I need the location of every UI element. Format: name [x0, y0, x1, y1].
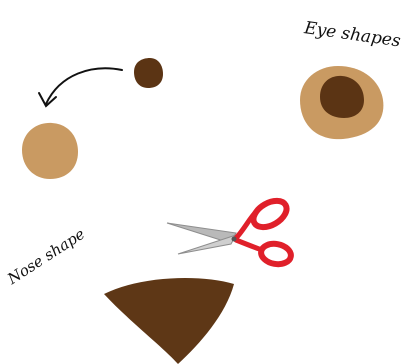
small-dark-circle	[134, 58, 163, 88]
scissors-icon	[167, 195, 293, 266]
curved-arrow-icon	[39, 68, 122, 106]
tan-circle	[22, 123, 78, 179]
nose-shape	[104, 278, 234, 364]
eye-shape	[300, 66, 383, 139]
